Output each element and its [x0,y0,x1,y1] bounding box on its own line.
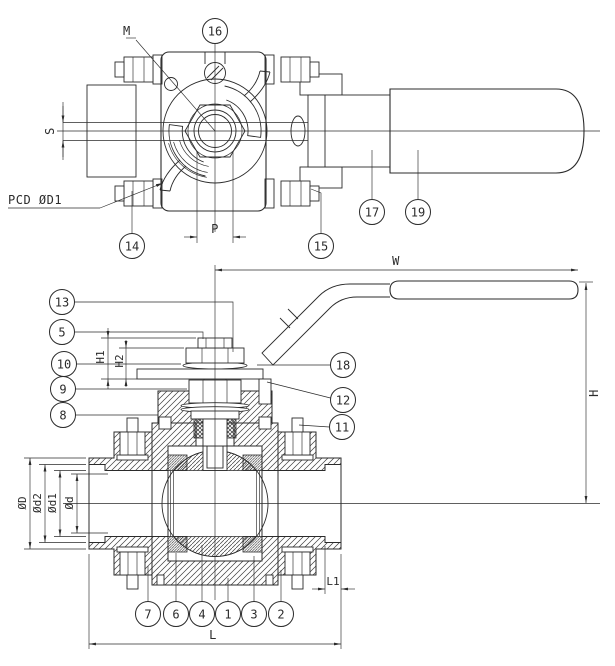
svg-text:5: 5 [58,326,65,340]
dim-l: L [88,554,342,649]
dim-h: H [579,281,601,503]
svg-text:9: 9 [59,383,66,397]
dim-w: W [215,254,578,272]
svg-text:11: 11 [335,421,349,435]
valve-body-top [160,51,267,212]
body-bolts [116,417,314,590]
svg-text:10: 10 [57,358,71,372]
stopper-plate [136,368,264,380]
balloon-12: 12 [266,381,356,413]
svg-text:16: 16 [208,25,222,39]
svg-text:8: 8 [59,409,66,423]
dim-label-s: S [43,127,57,135]
dim-label-l: L [209,628,217,642]
balloon-3: 3 [241,556,267,627]
balloon-11: 11 [298,414,355,440]
svg-text:14: 14 [125,240,139,254]
balloon-14: 14 [119,191,145,259]
packing-left [193,418,204,439]
svg-text:18: 18 [336,359,350,373]
front-section-view: W H H1 H2 ØD [16,254,601,649]
dim-pcd: PCD ØD1 [8,182,164,209]
balloon-18: 18 [257,352,356,378]
handle-grip-front [389,280,579,300]
svg-text:2: 2 [277,608,284,622]
dim-h2: H2 [113,340,184,387]
packing-right [226,418,237,439]
seats [167,454,263,553]
balloon-17: 17 [359,150,385,225]
top-left-bolts [114,54,163,209]
balloon-5: 5 [49,319,204,345]
balloon-13: 13 [49,289,234,352]
balloon-6: 6 [163,553,189,627]
thread-leader [135,39,216,132]
dim-label-socket-dia: Ød2 [31,493,44,513]
top-right-bolts-and-bracket [264,54,391,209]
balloon-1: 1 [215,578,241,627]
stopper-plate-tab [258,378,272,405]
dim-socket-dia: Ød2 [31,464,86,543]
svg-text:3: 3 [250,608,257,622]
dim-s: S [43,102,65,160]
balloon-9: 9 [50,376,187,402]
dim-p: P [184,152,246,243]
dim-label-outer-dia: ØD [16,496,29,509]
dim-label-h: H [587,389,601,397]
svg-text:4: 4 [198,608,205,622]
balloon-4: 4 [189,545,215,627]
dim-label-bore-dia: Ød1 [46,493,59,513]
svg-text:1: 1 [224,608,231,622]
svg-text:13: 13 [55,296,69,310]
dim-label-h2: H2 [113,354,126,367]
dim-label-p: P [211,222,219,236]
svg-text:19: 19 [411,206,425,220]
dim-l1: L1 [312,546,355,594]
dim-outer-dia: ØD [16,457,86,550]
svg-text:17: 17 [365,206,379,220]
balloon-7: 7 [135,566,161,627]
balloon-19: 19 [405,150,431,225]
thread-hole [164,77,178,91]
dim-label-m: M [123,24,131,38]
dim-label-w: W [392,254,400,268]
svg-text:6: 6 [172,608,179,622]
dim-port-dia: Ød [63,473,108,534]
svg-text:15: 15 [314,240,328,254]
top-view: S P PCD ØD1 M 16 14 [8,18,600,259]
dim-h1: H1 [94,328,196,389]
dim-label-pcd: PCD ØD1 [8,193,62,207]
svg-text:7: 7 [144,608,151,622]
dim-label-h1: H1 [94,350,107,363]
svg-text:12: 12 [336,394,350,408]
dim-bore-dia: Ød1 [46,470,86,537]
dim-label-port-dia: Ød [63,496,76,509]
dim-label-l1: L1 [326,575,339,588]
balloon-2: 2 [268,570,294,627]
balloon-8: 8 [50,402,158,428]
balloon-16: 16 [202,18,228,44]
balloon-15: 15 [308,188,334,259]
handle-lever [261,280,579,366]
